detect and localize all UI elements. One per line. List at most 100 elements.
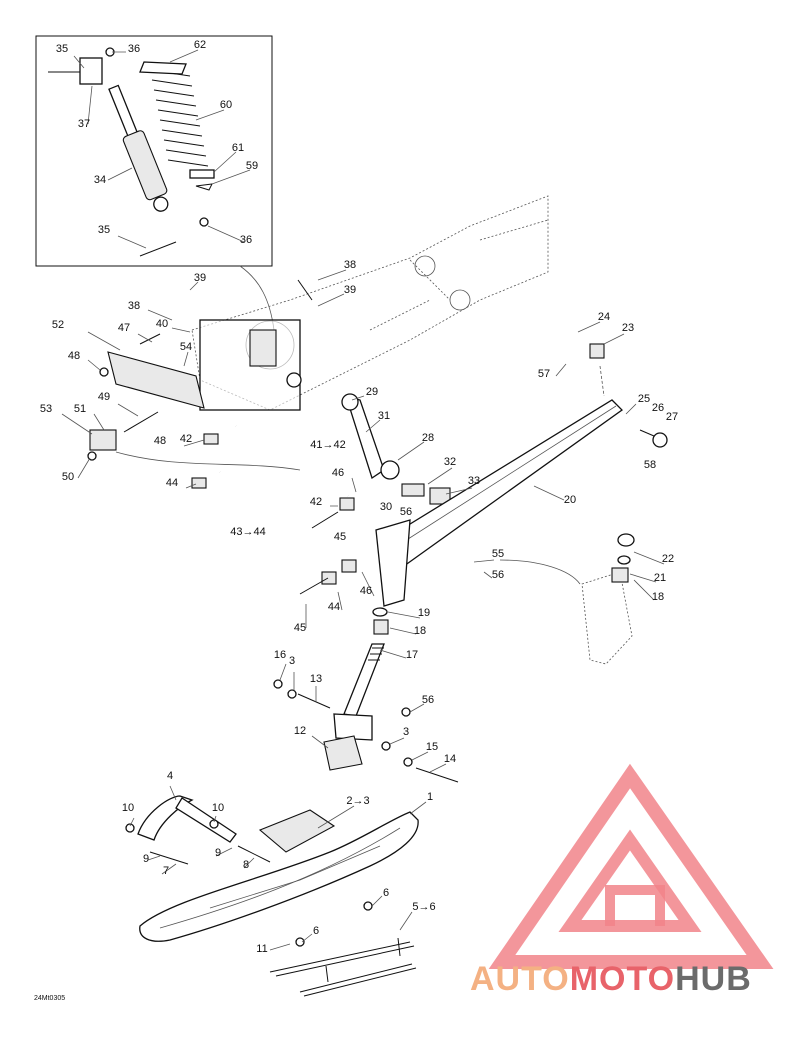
callout-c6b: 6 (313, 925, 319, 937)
callout-c44b: 44 (328, 601, 340, 613)
callout-c10b: 10 (212, 802, 224, 814)
callout-c15: 15 (426, 741, 438, 753)
callout-c9b: 9 (215, 847, 221, 859)
callout-c46b: 46 (360, 585, 372, 597)
callout-c32: 32 (444, 456, 456, 468)
callout-c6a: 6 (383, 887, 389, 899)
callout-c30: 30 (380, 501, 392, 513)
watermark-logo: AUTOMOTOHUB (470, 763, 774, 998)
ski (125, 795, 419, 942)
callout-c31: 31 (378, 410, 390, 422)
callout-c27: 27 (666, 411, 678, 423)
callout-c56b: 56 (492, 569, 504, 581)
callout-c29: 29 (366, 386, 378, 398)
callout-c53: 53 (40, 403, 52, 415)
callout-c42b: 42 (310, 496, 322, 508)
callout-c14: 14 (444, 753, 456, 765)
callout-c3b: 3 (403, 726, 409, 738)
drawing-code: 24Mt0305 (34, 995, 65, 1002)
ski-runners (269, 901, 417, 997)
rear-bracket (499, 533, 635, 665)
callout-c26: 26 (652, 402, 664, 414)
watermark-hub: HUB (675, 960, 752, 998)
callout-c54: 54 (180, 341, 192, 353)
callout-c40: 40 (156, 318, 168, 330)
callout-c51: 51 (74, 403, 86, 415)
mount-bracket (79, 57, 103, 85)
callout-c25: 25 (638, 393, 650, 405)
callout-c59: 59 (246, 160, 258, 172)
callout-c37: 37 (78, 118, 90, 130)
callout-c7: 7 (163, 865, 169, 877)
callout-c42a: 42 (180, 433, 192, 445)
callout-c61: 61 (232, 142, 244, 154)
callout-c39a: 39 (194, 272, 206, 284)
callout-c48b: 48 (154, 435, 166, 447)
callout-c23: 23 (622, 322, 634, 334)
callout-c10a: 10 (122, 802, 134, 814)
callout-c33: 33 (468, 475, 480, 487)
callout-c55: 55 (492, 548, 504, 560)
shock-mount-block (199, 279, 313, 411)
callout-c50: 50 (62, 471, 74, 483)
callout-c19: 19 (418, 607, 430, 619)
callout-c3a: 3 (289, 655, 295, 667)
callout-c1: 1 (427, 791, 433, 803)
ski-mount (273, 679, 459, 783)
callout-c45b: 45 (294, 622, 306, 634)
callout-c36a: 36 (128, 43, 140, 55)
svg-text:AUTOMOTOHUB: AUTOMOTOHUB (470, 960, 752, 998)
support-bracket (87, 333, 301, 471)
callout-c12: 12 (294, 725, 306, 737)
callout-c56a: 56 (400, 506, 412, 518)
callout-c18b: 18 (414, 625, 426, 637)
leaders (61, 269, 665, 951)
trailing-arm (375, 343, 668, 607)
callout-c28: 28 (422, 432, 434, 444)
callout-c56d: 5→6 (412, 901, 435, 913)
spindle (333, 607, 389, 741)
spring (139, 61, 209, 167)
steering-arm (341, 393, 451, 505)
callout-c34: 34 (94, 174, 106, 186)
callout-c36b: 36 (240, 234, 252, 246)
shock-absorber-inset (35, 35, 273, 267)
callout-c45a: 45 (334, 531, 346, 543)
callout-c35b: 35 (98, 224, 110, 236)
callout-c49: 49 (98, 391, 110, 403)
watermark-moto: MOTO (570, 960, 675, 998)
callout-c24: 24 (598, 311, 610, 323)
callout-c58: 58 (644, 459, 656, 471)
callout-c38b: 38 (128, 300, 140, 312)
shock-absorber (108, 84, 169, 212)
callout-c46a: 46 (332, 467, 344, 479)
callout-c11: 11 (256, 943, 267, 955)
callout-c16: 16 (274, 649, 286, 661)
callout-c9a: 9 (143, 853, 149, 865)
callout-c21: 21 (654, 572, 666, 584)
callout-c8: 8 (243, 859, 249, 871)
callout-c44a: 44 (166, 477, 178, 489)
callout-c22: 22 (662, 553, 674, 565)
callout-c23b: 2→3 (346, 795, 369, 807)
callout-c56c: 56 (422, 694, 434, 706)
watermark-auto: AUTO (470, 960, 570, 998)
callout-c20: 20 (564, 494, 576, 506)
callout-c39b: 39 (344, 284, 356, 296)
callout-c17: 17 (406, 649, 418, 661)
radius-rods (191, 424, 357, 595)
callout-c48a: 48 (68, 350, 80, 362)
callout-c60: 60 (220, 99, 232, 111)
callout-c35a: 35 (56, 43, 68, 55)
callout-c57: 57 (538, 368, 550, 380)
callout-c13: 13 (310, 673, 322, 685)
callout-c38a: 38 (344, 259, 356, 271)
callout-c4: 4 (167, 770, 173, 782)
callout-c4142: 41→42 (310, 439, 345, 451)
callout-c4344: 43→44 (230, 526, 265, 538)
callout-c62: 62 (194, 39, 206, 51)
callout-c52: 52 (52, 319, 64, 331)
bracket-53 (89, 429, 117, 451)
